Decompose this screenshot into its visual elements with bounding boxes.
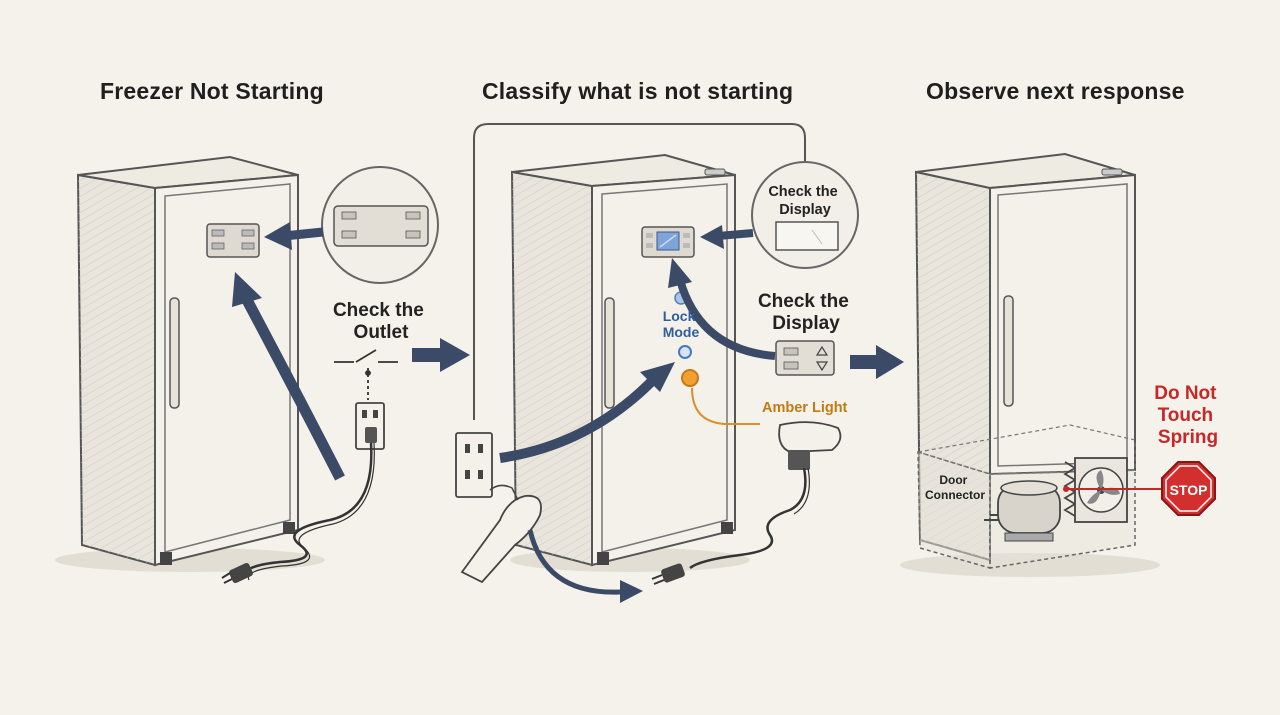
control-panel-icon <box>775 340 835 376</box>
panel1-freezer <box>55 155 325 572</box>
svg-text:STOP: STOP <box>1170 482 1208 498</box>
display-zoom-callout-1 <box>321 166 439 284</box>
panel2-title: Classify what is not starting <box>482 78 794 104</box>
arrow-panel-to-display-2 <box>668 258 776 360</box>
amber-leader-line <box>691 387 760 425</box>
stop-sign-icon: STOP <box>1161 461 1216 516</box>
arrow-bottom-panel2 <box>527 529 643 603</box>
outlet-icon <box>355 402 385 450</box>
callout-check-display-label: Check the Display <box>768 184 841 218</box>
arrow-panel2-to-panel3 <box>850 345 904 379</box>
panel3-title: Observe next response <box>926 78 1185 104</box>
panel1-title: Freezer Not Starting <box>100 78 324 104</box>
arrow-zoom-to-display-1 <box>264 222 324 250</box>
power-plug-icon-2 <box>651 563 685 585</box>
panel2-loop-line <box>473 123 806 420</box>
indicator-amber <box>681 369 699 387</box>
compressor-icon <box>984 480 1061 542</box>
arrow-zoom-to-display-2 <box>700 225 754 249</box>
display-zoom-callout-2 <box>751 161 859 269</box>
check-outlet-line1: Check the <box>333 300 424 321</box>
amber-light-label: Amber Light <box>762 400 848 416</box>
check-outlet-label: Check the Outlet <box>333 300 429 343</box>
door-connector-label: Door Connector <box>925 473 985 502</box>
check-display-label: Check the Display <box>758 291 854 334</box>
hand-icon <box>460 484 542 584</box>
switch-icon <box>334 349 398 400</box>
wall-outlet-icon <box>455 432 493 498</box>
arrow-outlet-to-display-1 <box>232 272 345 481</box>
check-outlet-line2: Outlet <box>354 322 410 343</box>
warning-target-dot <box>1063 486 1069 492</box>
panel2-freezer <box>510 153 750 572</box>
plug-adapter-icon <box>689 421 842 570</box>
do-not-touch-spring-label: Do Not Touch Spring <box>1154 383 1222 448</box>
power-plug-icon <box>221 562 253 584</box>
indicator-blue-lock <box>678 345 692 359</box>
power-cord-1 <box>243 442 375 581</box>
lock-mode-label: Lock Mode <box>663 308 700 340</box>
arrow-outlet-to-indicator <box>499 362 675 463</box>
arrow-panel1-to-panel2 <box>412 338 470 372</box>
